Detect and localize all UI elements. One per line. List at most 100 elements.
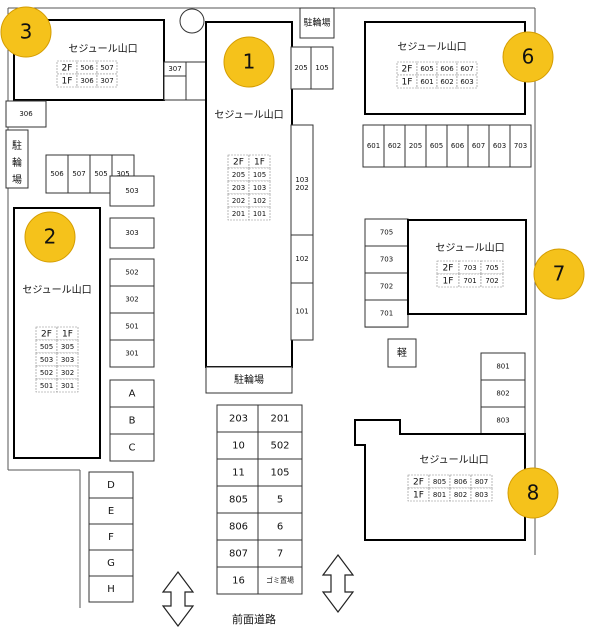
space-center-805[interactable] xyxy=(216,485,261,514)
space-503[interactable] xyxy=(109,175,155,207)
space-501-label: 501 xyxy=(125,323,138,331)
space-803-label: 803 xyxy=(496,417,509,425)
space-703-label: 703 xyxy=(380,256,393,264)
space-705-label: 705 xyxy=(380,229,393,237)
b1-unit-label: 202 xyxy=(232,197,245,205)
space-802[interactable] xyxy=(480,379,526,408)
space-A-label: A xyxy=(129,389,136,400)
space-301[interactable] xyxy=(109,339,155,368)
space-303[interactable] xyxy=(109,217,155,249)
space-H[interactable] xyxy=(88,575,134,603)
space-503-label: 503 xyxy=(125,187,138,195)
b2-unit-cell xyxy=(56,365,79,380)
space-G[interactable] xyxy=(88,549,134,577)
b2-unit-cell xyxy=(56,326,79,341)
building-3-badge-number: 3 xyxy=(20,20,33,44)
space-F[interactable] xyxy=(88,523,134,551)
space-center-807-label: 807 xyxy=(229,549,248,560)
space-303-label: 303 xyxy=(125,229,138,237)
space-A[interactable] xyxy=(109,379,155,408)
space-row-a-507-label: 507 xyxy=(72,170,85,178)
space-center-10[interactable] xyxy=(216,431,261,460)
b7-unit-label: 703 xyxy=(463,264,476,272)
space-center-r-105-label: 105 xyxy=(270,468,289,479)
space-B[interactable] xyxy=(109,406,155,435)
b8-unit-cell xyxy=(470,487,493,502)
space-center-r-7[interactable] xyxy=(257,539,303,568)
building-8-badge xyxy=(507,467,559,519)
road-arrow-right xyxy=(321,554,355,613)
b1-unit-label: 1F xyxy=(254,158,265,168)
space-302[interactable] xyxy=(109,285,155,314)
b1-unit-label: 105 xyxy=(253,171,266,179)
space-205-label: 205 xyxy=(294,64,307,72)
b1-unit-label: 2F xyxy=(233,158,244,168)
b1-unit-label: 101 xyxy=(253,210,266,218)
space-701[interactable] xyxy=(364,299,409,328)
building-7-badge-number: 7 xyxy=(553,262,566,286)
space-center-r-105[interactable] xyxy=(257,458,303,487)
building-3-name: セジュール山口 xyxy=(68,43,137,55)
kei-parking[interactable] xyxy=(387,338,417,368)
bike-parking-center[interactable] xyxy=(205,366,293,394)
space-row-a-505-label: 505 xyxy=(94,170,107,178)
space-D-label: D xyxy=(107,480,115,491)
space-center-16-label: 16 xyxy=(232,576,245,587)
b1-unit-label: 102 xyxy=(253,197,266,205)
b7-unit-label: 701 xyxy=(463,277,476,285)
space-row-703[interactable] xyxy=(509,124,532,168)
space-center-r-6[interactable] xyxy=(257,512,303,541)
space-center-11-label: 11 xyxy=(232,468,245,479)
space-801-label: 801 xyxy=(496,363,509,371)
building-6-badge xyxy=(502,31,554,83)
b6-unit-label: 2F xyxy=(402,65,413,75)
space-row-a-305-label: 305 xyxy=(116,170,129,178)
b6-unit-cell xyxy=(436,74,458,89)
bike-parking-top-label: 駐輪場 xyxy=(303,17,330,29)
building-3-badge xyxy=(0,6,52,58)
space-101[interactable] xyxy=(290,282,314,341)
b6-unit-cell xyxy=(456,74,478,89)
b2-unit-label: 1F xyxy=(62,330,73,340)
space-105-label: 105 xyxy=(315,64,328,72)
space-row-602-label: 602 xyxy=(388,142,401,150)
space-307-lower[interactable] xyxy=(163,75,187,101)
b1-unit-cell xyxy=(248,206,271,221)
b6-unit-label: 606 xyxy=(440,65,454,73)
space-101-label: 101 xyxy=(295,308,308,316)
bike-parking-left xyxy=(5,129,29,189)
b2-unit-label: 505 xyxy=(40,343,53,351)
space-row-601-label: 601 xyxy=(367,142,380,150)
b3-unit-label: 2F xyxy=(62,64,73,74)
space-103-label: 103 xyxy=(295,176,308,184)
b1-unit-cell xyxy=(248,193,271,208)
space-center-806[interactable] xyxy=(216,512,261,541)
space-center-r-201[interactable] xyxy=(257,404,303,433)
space-row-603-label: 603 xyxy=(493,142,506,150)
space-105[interactable] xyxy=(310,46,334,90)
b3-unit-cell xyxy=(96,73,118,88)
b1-unit-label: 201 xyxy=(232,210,245,218)
bike-parking-center-label: 駐輪場 xyxy=(234,373,264,386)
space-center-r-502-label: 502 xyxy=(270,441,289,452)
space-center-11[interactable] xyxy=(216,458,261,487)
b1-unit-cell xyxy=(248,154,271,169)
space-E[interactable] xyxy=(88,497,134,525)
space-D[interactable] xyxy=(88,471,134,499)
space-center-r-502[interactable] xyxy=(257,431,303,460)
b3-unit-label: 507 xyxy=(100,64,113,72)
b2-unit-cell xyxy=(56,339,79,354)
space-center-16[interactable] xyxy=(216,566,261,595)
space-C[interactable] xyxy=(109,433,155,462)
b7-unit-label: 702 xyxy=(485,277,498,285)
space-306[interactable] xyxy=(5,100,47,128)
space-center-805-label: 805 xyxy=(229,495,248,506)
space-center-r-6-label: 6 xyxy=(277,522,283,533)
space-801[interactable] xyxy=(480,352,526,381)
b7-unit-label: 1F xyxy=(443,277,454,287)
bike-parking-top[interactable] xyxy=(299,7,335,39)
space-near-b1[interactable] xyxy=(185,61,207,101)
trash-area[interactable] xyxy=(257,566,303,595)
bike-left-char: 輪 xyxy=(12,156,22,169)
